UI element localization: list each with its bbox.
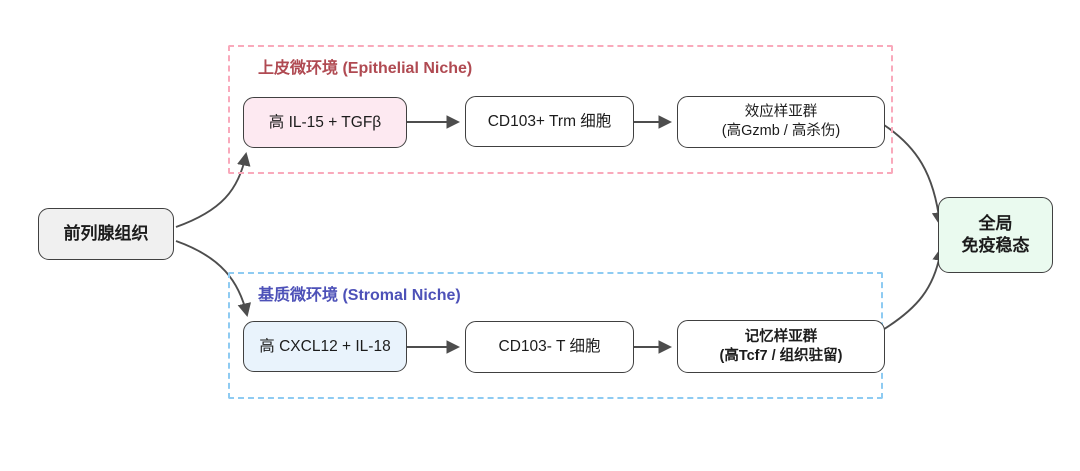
node-high-il15-tgfb: 高 IL-15 + TGFβ	[243, 97, 407, 148]
node-cd103pos-trm-cells-label: CD103+ Trm 细胞	[487, 112, 612, 130]
node-effector-like-subset: 效应样亚群 (高Gzmb / 高杀伤)	[677, 96, 885, 148]
epithelial-niche-title: 上皮微环境 (Epithelial Niche)	[258, 60, 473, 77]
node-high-cxcl12-il18: 高 CXCL12 + IL-18	[243, 321, 407, 372]
node-effector-like-subset-line2: (高Gzmb / 高杀伤)	[721, 123, 841, 139]
node-high-il15-tgfb-label: 高 IL-15 + TGFβ	[268, 113, 382, 131]
node-high-cxcl12-il18-label: 高 CXCL12 + IL-18	[259, 337, 391, 355]
node-cd103neg-t-cells: CD103- T 细胞	[465, 321, 634, 373]
node-memory-like-subset-line2: (高Tcf7 / 组织驻留)	[719, 347, 843, 364]
node-cd103neg-t-cells-label: CD103- T 细胞	[498, 338, 601, 356]
node-global-immune-homeostasis: 全局 免疫稳态	[938, 197, 1053, 273]
node-global-immune-homeostasis-line1: 全局	[978, 214, 1013, 234]
epithelial-niche-container	[228, 45, 893, 174]
edge-memory-to-outcome	[880, 246, 946, 332]
stromal-niche-title: 基质微环境 (Stromal Niche)	[258, 287, 461, 304]
node-cd103pos-trm-cells: CD103+ Trm 细胞	[465, 96, 634, 147]
node-memory-like-subset-line1: 记忆样亚群	[744, 328, 818, 345]
node-global-immune-homeostasis-line2: 免疫稳态	[961, 236, 1030, 255]
node-prostate-tissue-label: 前列腺组织	[63, 224, 149, 244]
node-effector-like-subset-line1: 效应样亚群	[744, 104, 818, 121]
node-memory-like-subset: 记忆样亚群 (高Tcf7 / 组织驻留)	[677, 320, 885, 373]
node-prostate-tissue: 前列腺组织	[38, 208, 174, 260]
